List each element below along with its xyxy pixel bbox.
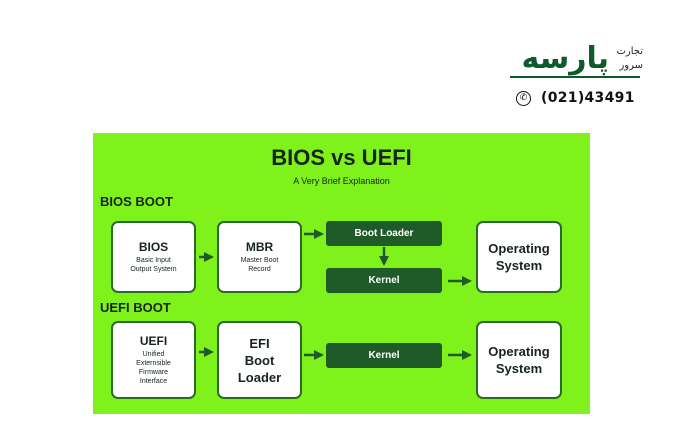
bios-os-line-2: System xyxy=(495,258,543,273)
uefi-boot-label: UEFI BOOT xyxy=(100,300,171,315)
brand-logo[interactable]: پارسه تجارت سرور xyxy=(508,42,643,88)
contact-phone[interactable]: ✆ (021)43491 xyxy=(516,89,635,107)
phone-number: (021)43491 xyxy=(541,90,635,106)
uefi-desc-4: Interface xyxy=(139,378,168,385)
bios-os-line-1: Operating xyxy=(488,241,550,256)
uefi-box: UEFI Unified Externsible Firmware Interf… xyxy=(111,321,196,399)
bios-desc-1: Basic Input xyxy=(136,257,171,264)
diagram-panel: BIOS vs UEFI A Very Brief Explanation BI… xyxy=(93,133,590,414)
bios-boot-loader-box: Boot Loader xyxy=(326,221,442,246)
mbr-desc-1: Master Boot xyxy=(240,257,279,264)
mbr-name: MBR xyxy=(245,240,274,254)
bios-boot-label: BIOS BOOT xyxy=(100,194,173,209)
uefi-os-line-1: Operating xyxy=(488,344,550,359)
mbr-desc-2: Record xyxy=(248,266,271,273)
uefi-desc-3: Firmware xyxy=(138,369,169,376)
uefi-kernel-box: Kernel xyxy=(326,343,442,368)
bios-name: BIOS xyxy=(138,240,169,254)
bios-box: BIOS Basic Input Output System xyxy=(111,221,196,293)
flow-arrows xyxy=(199,229,472,360)
efi-line-2: Boot xyxy=(244,352,275,368)
bios-kernel-box: Kernel xyxy=(326,268,442,293)
mbr-box: MBR Master Boot Record xyxy=(217,221,302,293)
efi-line-3: Loader xyxy=(237,369,282,385)
efi-boot-loader-box: EFI Boot Loader xyxy=(217,321,302,399)
uefi-desc-2: Externsible xyxy=(136,360,171,367)
diagram-title: BIOS vs UEFI xyxy=(271,145,412,170)
bios-os-box: Operating System xyxy=(476,221,562,293)
phone-icon: ✆ xyxy=(516,90,531,106)
logo-underline xyxy=(510,76,640,78)
logo-tagline-2: سرور xyxy=(619,60,643,71)
logo-tagline-1: تجارت xyxy=(616,46,643,57)
uefi-os-box: Operating System xyxy=(476,321,562,399)
uefi-os-line-2: System xyxy=(495,361,543,376)
bios-desc-2: Output System xyxy=(130,266,177,273)
logo-wordmark: پارسه xyxy=(521,41,610,76)
uefi-desc-1: Unified xyxy=(142,351,165,358)
diagram-subtitle: A Very Brief Explanation xyxy=(293,176,390,186)
uefi-name: UEFI xyxy=(139,334,168,348)
efi-line-1: EFI xyxy=(249,335,270,351)
